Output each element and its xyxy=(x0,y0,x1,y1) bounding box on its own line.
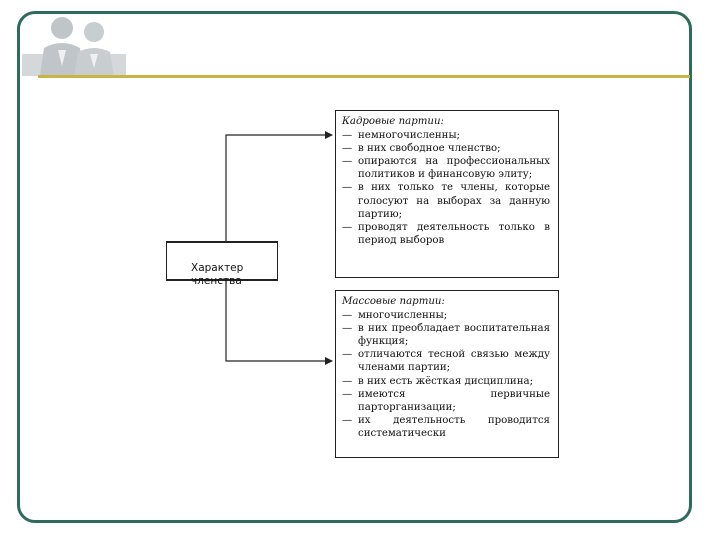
cadre-parties-title: Кадровые партии: xyxy=(342,115,550,128)
list-item: —многочисленны; xyxy=(342,309,550,322)
center-label: Характер членства xyxy=(191,262,243,287)
cadre-parties-list: —немногочисленны; —в них свободное членс… xyxy=(342,129,550,247)
membership-character-box: Характер членства xyxy=(166,241,278,281)
list-item: —в них свободное членство; xyxy=(342,142,550,155)
list-item: —проводят деятельность только в период в… xyxy=(342,221,550,247)
list-item: —в них есть жёсткая дисциплина; xyxy=(342,375,550,388)
list-item: —имеются первичные парторганизации; xyxy=(342,388,550,414)
list-item: —в них преобладает воспитательная функци… xyxy=(342,322,550,348)
list-item: —опираются на профессиональных политиков… xyxy=(342,155,550,181)
mass-parties-title: Массовые партии: xyxy=(342,295,550,308)
connector-to-mass xyxy=(226,281,332,361)
connector-to-cadre xyxy=(226,135,332,241)
list-item: —в них только те члены, которые голосуют… xyxy=(342,181,550,220)
list-item: —их деятельность проводится систематичес… xyxy=(342,414,550,440)
mass-parties-list: —многочисленны; —в них преобладает воспи… xyxy=(342,309,550,440)
cadre-parties-box: Кадровые партии: —немногочисленны; —в ни… xyxy=(335,110,559,278)
list-item: —немногочисленны; xyxy=(342,129,550,142)
list-item: —отличаются тесной связью между членами … xyxy=(342,348,550,374)
mass-parties-box: Массовые партии: —многочисленны; —в них … xyxy=(335,290,559,458)
